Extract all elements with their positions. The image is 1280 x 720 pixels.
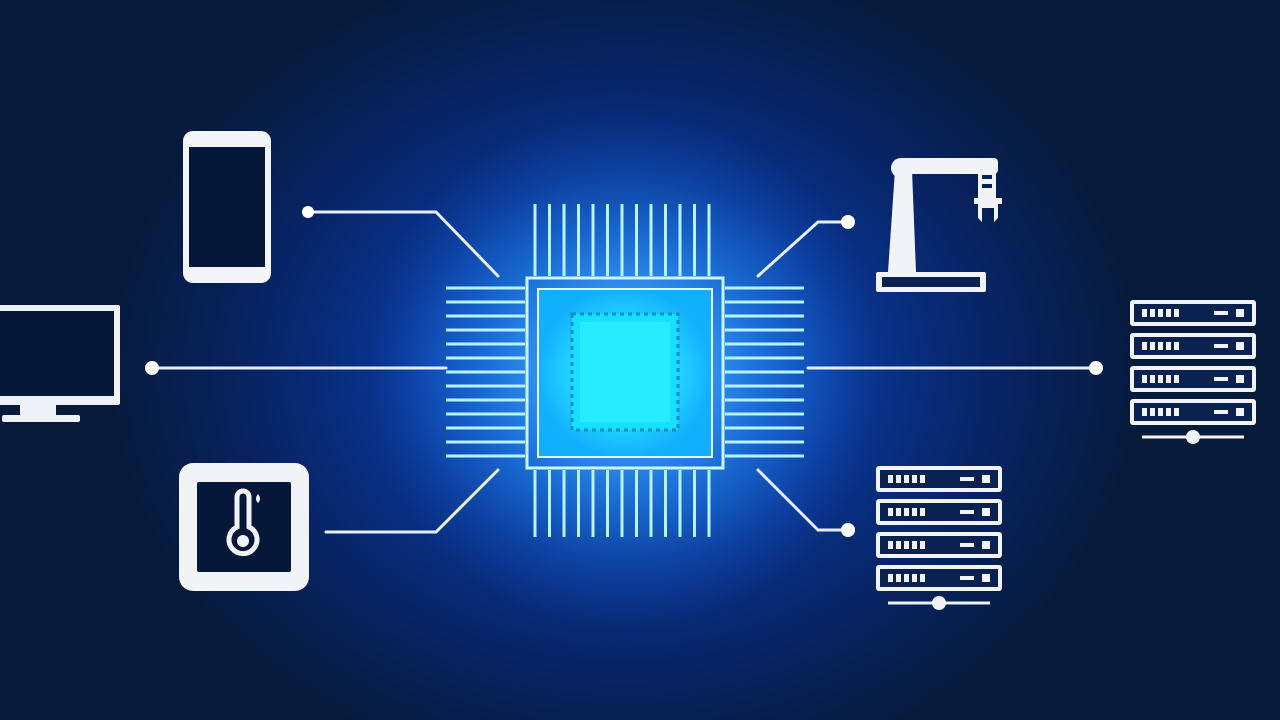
connector-dot — [145, 361, 159, 375]
server-slot — [920, 574, 925, 582]
server-slot — [912, 541, 917, 549]
server-led — [960, 477, 974, 481]
server-slot — [920, 475, 925, 483]
connection-lines — [150, 210, 1098, 534]
connector-dots — [145, 206, 1103, 537]
server-unit-face — [880, 470, 998, 488]
server-slot — [1142, 408, 1147, 416]
connector-dot — [841, 215, 855, 229]
server-base-node — [932, 596, 946, 610]
server-slot — [888, 574, 893, 582]
server-led — [982, 541, 990, 549]
server-led — [1236, 408, 1244, 416]
server-slot — [1150, 408, 1155, 416]
robotic-arm-icon — [876, 158, 1002, 292]
server-slot — [912, 475, 917, 483]
connector-phone — [306, 210, 500, 278]
connector-dot — [841, 523, 855, 537]
server-slot — [1166, 309, 1171, 317]
server-slot — [904, 541, 909, 549]
processor-chip-icon — [525, 276, 725, 470]
server-base-node — [1186, 430, 1200, 444]
server-slot — [912, 574, 917, 582]
server-slot — [896, 508, 901, 516]
server-slot — [1158, 342, 1163, 350]
server-slot — [888, 475, 893, 483]
server-slot — [920, 508, 925, 516]
server-slot — [1174, 408, 1179, 416]
thermostat-icon — [179, 463, 309, 591]
chip-pins — [446, 204, 804, 537]
server-slot — [1174, 342, 1179, 350]
server-slot — [912, 508, 917, 516]
server-slot — [1158, 375, 1163, 383]
server-led — [1236, 309, 1244, 317]
server-led — [982, 475, 990, 483]
connector-robot-arm — [756, 220, 850, 278]
server-led — [960, 510, 974, 514]
server-slot — [1150, 375, 1155, 383]
server-led — [960, 576, 974, 580]
smartphone-icon — [183, 131, 271, 283]
server-slot — [896, 574, 901, 582]
server-slot — [1142, 309, 1147, 317]
server-slot — [920, 541, 925, 549]
server-led — [1236, 375, 1244, 383]
server-slot — [888, 508, 893, 516]
monitor-icon — [0, 305, 120, 422]
server-led — [1214, 311, 1228, 315]
server-led — [1214, 344, 1228, 348]
server-slot — [1158, 408, 1163, 416]
server-led — [1236, 342, 1244, 350]
chip-core-inner — [580, 322, 670, 422]
server-slot — [1166, 342, 1171, 350]
server-led — [960, 543, 974, 547]
server-unit-face — [1134, 403, 1252, 421]
server-slot — [1174, 309, 1179, 317]
server-slot — [888, 541, 893, 549]
server-unit-face — [880, 569, 998, 587]
server-unit-face — [1134, 337, 1252, 355]
server-unit-face — [1134, 370, 1252, 388]
server-slot — [1174, 375, 1179, 383]
server-slot — [904, 574, 909, 582]
server-slot — [904, 475, 909, 483]
server-unit-face — [880, 503, 998, 521]
server-slot — [904, 508, 909, 516]
server-slot — [1142, 375, 1147, 383]
server-led — [982, 508, 990, 516]
server-slot — [1158, 309, 1163, 317]
connector-thermostat — [324, 468, 500, 534]
server-led — [982, 574, 990, 582]
server-slot — [1142, 342, 1147, 350]
server-slot — [1150, 342, 1155, 350]
connector-dot — [1089, 361, 1103, 375]
server-slot — [896, 475, 901, 483]
connector-dot — [302, 206, 314, 218]
chip-outer-frame — [525, 276, 725, 470]
server-unit-face — [880, 536, 998, 554]
server-rack-icon — [1130, 300, 1256, 444]
server-slot — [896, 541, 901, 549]
connector-server-bottom — [756, 468, 850, 532]
server-rack-icon — [876, 466, 1002, 610]
server-led — [1214, 377, 1228, 381]
server-slot — [1166, 408, 1171, 416]
server-slot — [1166, 375, 1171, 383]
server-unit-face — [1134, 304, 1252, 322]
server-led — [1214, 410, 1228, 414]
server-slot — [1150, 309, 1155, 317]
